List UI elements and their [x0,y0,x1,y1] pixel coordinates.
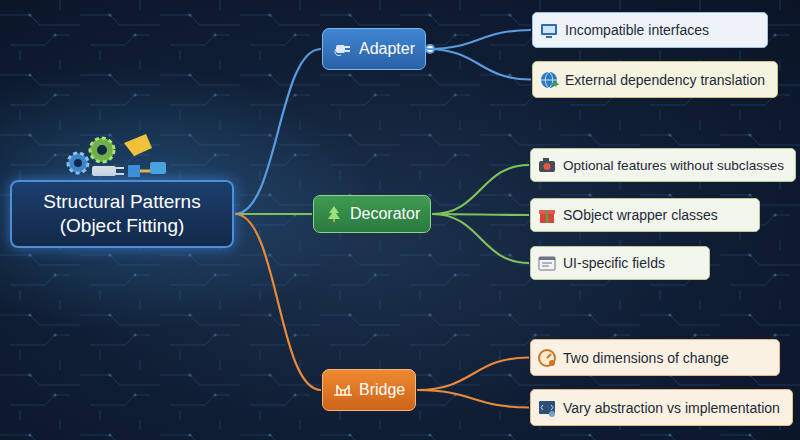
branch-connector [427,30,531,49]
node-label: External dependency translation [565,72,765,88]
node-icon [324,204,344,224]
node-label: Optional features without subclasses [563,158,784,173]
node-icon [539,20,559,40]
node-icon [537,348,557,368]
branch-connector [417,390,529,408]
node-icon [537,253,557,273]
use-case-box: Vary abstraction vs implementation [530,389,793,426]
pattern-box: Decorator [313,195,431,233]
node-label: Bridge [359,381,405,399]
node-label: Vary abstraction vs implementation [563,400,780,416]
node-label: Incompatible interfaces [565,22,709,38]
branch-connector [235,49,321,214]
branch-connector [235,214,321,390]
node-icon [537,155,557,175]
use-case-box: UI-specific fields [530,246,710,280]
branch-connector [235,213,312,215]
gear-plug-illustration [68,134,166,177]
node-icon [537,398,557,418]
branch-connector [417,358,529,391]
node-label: Structural Patterns (Object Fitting) [22,190,222,238]
node-icon [333,39,353,59]
root-topic-box: Structural Patterns (Object Fitting) [10,180,234,248]
use-case-box: Two dimensions of change [530,339,780,376]
use-case-box: SObject wrapper classes [530,198,760,232]
node-label: Decorator [350,205,420,223]
node-icon [537,205,557,225]
use-case-box: Incompatible interfaces [532,12,768,48]
node-icon [333,380,353,400]
branch-connector [432,214,529,263]
branch-connector [427,49,531,80]
node-label: Adapter [359,40,415,58]
branch-connector [432,165,529,214]
node-label: UI-specific fields [563,255,665,271]
use-case-box: Optional features without subclasses [530,148,796,182]
pattern-box: Bridge [322,369,416,411]
use-case-box: External dependency translation [532,61,778,98]
node-label: SObject wrapper classes [563,207,718,223]
node-label: Two dimensions of change [563,350,729,366]
node-icon [539,70,559,90]
pattern-box: Adapter [322,28,426,70]
